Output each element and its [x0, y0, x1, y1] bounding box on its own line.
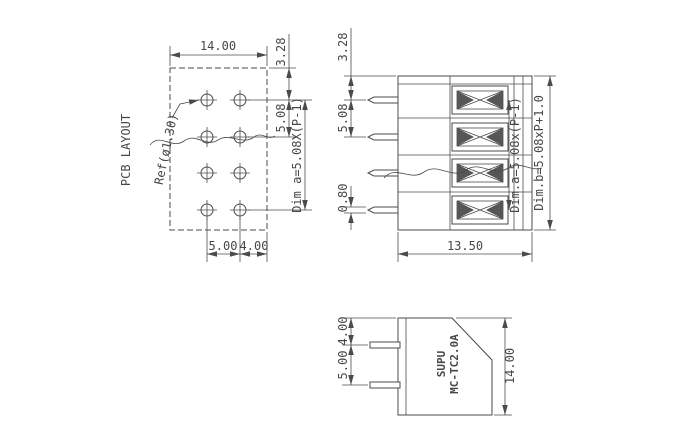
dim-label: 4.00	[240, 239, 269, 253]
dim-label: 3.28	[274, 38, 288, 67]
dim-label: 14.00	[200, 39, 236, 53]
mounting-hole	[197, 200, 217, 220]
mounting-hole	[230, 127, 250, 147]
dim-front-top-offset: 3.28	[336, 28, 396, 101]
pcb-outline	[169, 67, 268, 231]
dim-label: Dim.b=5.08xP+1.0	[532, 95, 546, 211]
body-outline	[397, 317, 493, 416]
break-line	[383, 164, 543, 179]
terminal-clamp	[451, 122, 509, 152]
dim-pcb-top-offset: 3.28	[269, 34, 296, 100]
mounting-hole	[230, 90, 250, 110]
dim-label: 3.28	[336, 33, 350, 62]
dim-side-pin-offset: 4.00 5.00	[336, 317, 396, 386]
pcb-layout-view: 14.00 3.28 5.08 Dim a=5.08X(P-1) Ref(ø1.…	[119, 34, 312, 262]
terminal-clamp	[451, 85, 509, 115]
dim-side-height: 14.00	[456, 317, 517, 416]
dim-front-body-width: 13.50	[397, 232, 533, 262]
solder-pin	[366, 169, 399, 177]
front-view: 3.28 5.08 0.80 Dim.a=5.08x(P-1) Dim.b=5.…	[336, 28, 556, 262]
model-label: MC-TC2.0A	[448, 334, 461, 394]
dim-pcb-pitch-formula: Dim a=5.08X(P-1)	[248, 97, 312, 213]
mounting-hole	[230, 163, 250, 183]
dim-label: 14.00	[503, 348, 517, 384]
dim-pcb-hole-span: 5.00 4.00	[206, 218, 269, 262]
dim-front-pitch-formula: Dim.a=5.08x(P-1)	[506, 97, 522, 213]
side-view: SUPU MC-TC2.0A 4.00 5.00 14.00	[336, 317, 517, 416]
dim-pcb-pitch: 5.08	[248, 99, 312, 138]
brand-label: SUPU	[435, 350, 448, 377]
dim-label: 0.80	[336, 184, 350, 213]
dim-label: Dim a=5.08X(P-1)	[290, 97, 304, 213]
ref-hole-callout: Ref(ø1.30)	[152, 99, 200, 186]
dim-pcb-width: 14.00	[169, 39, 268, 66]
solder-pin	[369, 341, 401, 349]
dim-label: 5.00	[336, 351, 350, 380]
ref-label: Ref(ø1.30)	[152, 112, 181, 186]
mounting-hole	[197, 127, 217, 147]
dim-label: 5.08	[336, 104, 350, 133]
dim-front-pin-width: 0.80	[336, 184, 366, 230]
view-title-pcb-layout: PCB LAYOUT	[119, 114, 133, 186]
dim-label: 5.00	[209, 239, 238, 253]
dim-label: 4.00	[336, 317, 350, 346]
solder-pin	[366, 96, 399, 104]
break-line	[149, 134, 276, 146]
mounting-hole	[230, 200, 250, 220]
mounting-hole	[197, 163, 217, 183]
dim-label: 5.08	[274, 104, 288, 133]
body-outline	[397, 75, 533, 231]
solder-pin	[366, 206, 399, 214]
terminal-clamp	[451, 195, 509, 225]
solder-pin	[366, 133, 399, 141]
dim-front-overall: Dim.b=5.08xP+1.0	[532, 75, 556, 231]
mounting-hole	[197, 90, 217, 110]
solder-pin	[369, 381, 401, 389]
dim-label: 13.50	[447, 239, 483, 253]
dim-front-pitch: 5.08	[336, 100, 366, 138]
dim-label: Dim.a=5.08x(P-1)	[508, 97, 522, 213]
